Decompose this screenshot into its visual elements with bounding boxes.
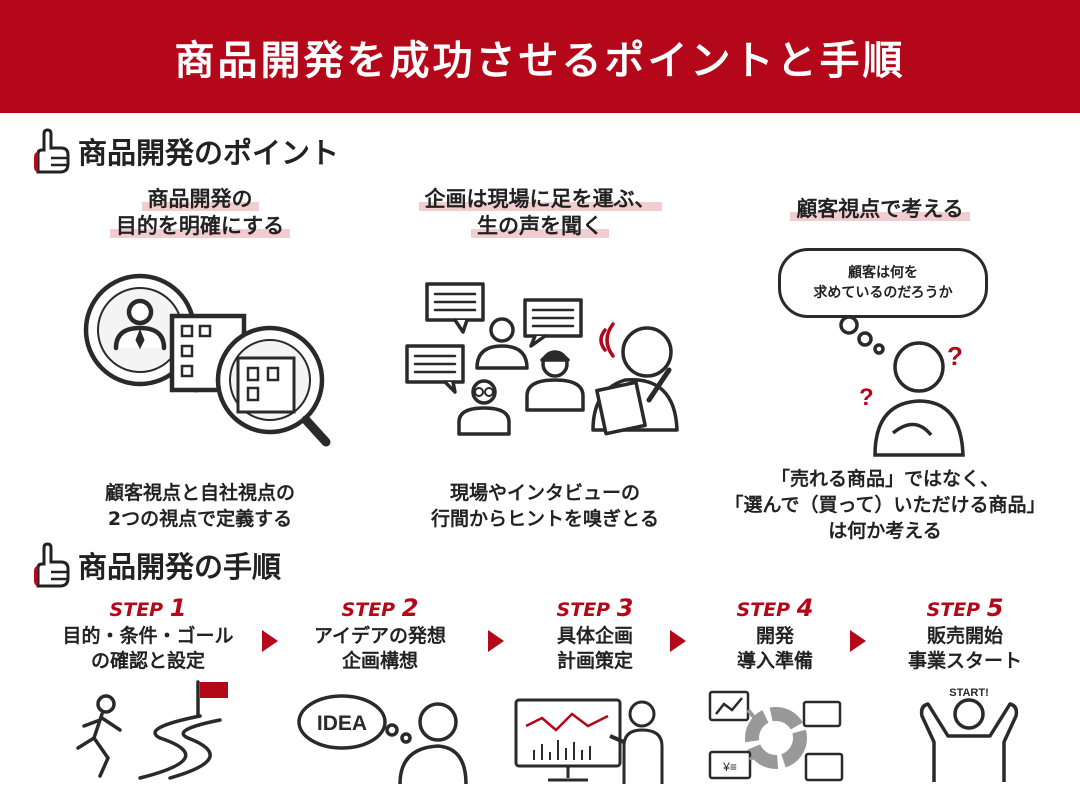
pointing-hand-icon: [34, 128, 70, 174]
desc-line: 「選んで（買って）いただける商品」: [724, 494, 1046, 516]
step-arrow-icon: [262, 630, 278, 652]
section-title-text: 商品開発の手順: [78, 550, 282, 584]
title-line: 販売開始: [926, 625, 1003, 647]
step-word: STEP: [341, 599, 396, 621]
title-line: 事業スタート: [907, 650, 1022, 672]
step-arrow-icon: [670, 630, 686, 652]
desc-line: 「売れる商品」ではなく、: [770, 468, 999, 490]
header-banner: 商品開発を成功させるポイントと手順: [0, 0, 1080, 113]
step-title: 開発導入準備: [680, 624, 870, 674]
thought-bubble: 顧客は何を 求めているのだろうか: [778, 248, 988, 318]
presentation-chart-illustration: [514, 698, 664, 784]
step-label: STEP 4: [680, 594, 870, 622]
question-mark-icon: ?: [859, 384, 874, 411]
desc-line: 2つの視点で定義する: [107, 508, 293, 530]
magnifier-person-building-illustration: [83, 273, 331, 447]
point-3-description: 「売れる商品」ではなく、 「選んで（買って）いただける商品」 は何か考える: [690, 466, 1080, 544]
start-cheering-illustration: START!: [919, 687, 1019, 782]
title-line: 開発: [755, 625, 794, 647]
step-title: 販売開始事業スタート: [870, 624, 1060, 674]
heading-line: 顧客視点で考える: [790, 197, 970, 221]
title-line: 導入準備: [736, 650, 813, 672]
step-word: STEP: [556, 599, 611, 621]
point-1-description: 顧客視点と自社視点の 2つの視点で定義する: [50, 480, 350, 532]
section-points-title: 商品開発のポイント: [30, 128, 339, 174]
step-1: STEP 1 目的・条件・ゴールの確認と設定: [53, 594, 243, 674]
title-line: 企画構想: [341, 650, 418, 672]
yen-icon: ¥≡: [722, 760, 737, 774]
field-interview-illustration: [405, 282, 679, 436]
development-diagram-illustration: ¥≡: [708, 690, 844, 782]
point-2-heading: 企画は現場に足を運ぶ、 生の声を聞く: [370, 186, 710, 240]
question-mark-icon: ?: [947, 341, 963, 371]
desc-line: 顧客視点と自社視点の: [104, 482, 295, 504]
step-title: アイデアの発想企画構想: [285, 624, 475, 674]
step-label: STEP 3: [500, 594, 690, 622]
step-3: STEP 3 具体企画計画策定: [500, 594, 690, 674]
step-number: 2: [401, 594, 419, 622]
step-title: 具体企画計画策定: [500, 624, 690, 674]
section-steps-title: 商品開発の手順: [30, 542, 281, 588]
desc-line: 行間からヒントを嗅ぎとる: [430, 508, 659, 530]
heading-line: 生の声を聞く: [471, 214, 609, 238]
step-word: STEP: [109, 599, 164, 621]
heading-line: 目的を明確にする: [109, 214, 291, 238]
idea-thinking-illustration: IDEA: [297, 694, 468, 784]
step-title: 目的・条件・ゴールの確認と設定: [53, 624, 243, 674]
heading-line: 企画は現場に足を運ぶ、: [418, 187, 662, 211]
step-5: STEP 5 販売開始事業スタート: [870, 594, 1060, 674]
step-label: STEP 1: [53, 594, 243, 622]
step-word: STEP: [736, 599, 791, 621]
heading-line: 商品開発の: [141, 187, 259, 211]
title-line: 目的・条件・ゴール: [62, 625, 234, 647]
step-number: 1: [169, 594, 187, 622]
thinking-person-illustration: ? ?: [839, 315, 965, 457]
desc-line: 現場やインタビューの: [449, 482, 640, 504]
bubble-line: 顧客は何を: [847, 265, 918, 281]
idea-badge: IDEA: [317, 712, 367, 735]
step-number: 4: [796, 594, 814, 622]
point-2-description: 現場やインタビューの 行間からヒントを嗅ぎとる: [380, 480, 710, 532]
point-1-heading: 商品開発の 目的を明確にする: [60, 186, 340, 240]
step-label: STEP 2: [285, 594, 475, 622]
step-2: STEP 2 アイデアの発想企画構想: [285, 594, 475, 674]
step-number: 3: [616, 594, 634, 622]
title-line: の確認と設定: [90, 650, 205, 672]
step-label: STEP 5: [870, 594, 1060, 622]
step-arrow-icon: [850, 630, 866, 652]
title-line: 具体企画: [556, 625, 633, 647]
point-3-heading: 顧客視点で考える: [730, 196, 1030, 223]
desc-line: は何か考える: [828, 520, 942, 542]
step-arrow-icon: [488, 630, 504, 652]
step-word: STEP: [926, 599, 981, 621]
step-4: STEP 4 開発導入準備: [680, 594, 870, 674]
pointing-hand-icon: [34, 542, 70, 588]
title-line: アイデアの発想: [313, 625, 447, 647]
bubble-line: 求めているのだろうか: [813, 285, 953, 301]
page-title: 商品開発を成功させるポイントと手順: [174, 37, 906, 84]
section-title-text: 商品開発のポイント: [78, 136, 340, 170]
step-number: 5: [986, 594, 1004, 622]
title-line: 計画策定: [556, 650, 633, 672]
running-to-goal-illustration: [76, 680, 228, 780]
start-badge: START!: [949, 687, 989, 699]
